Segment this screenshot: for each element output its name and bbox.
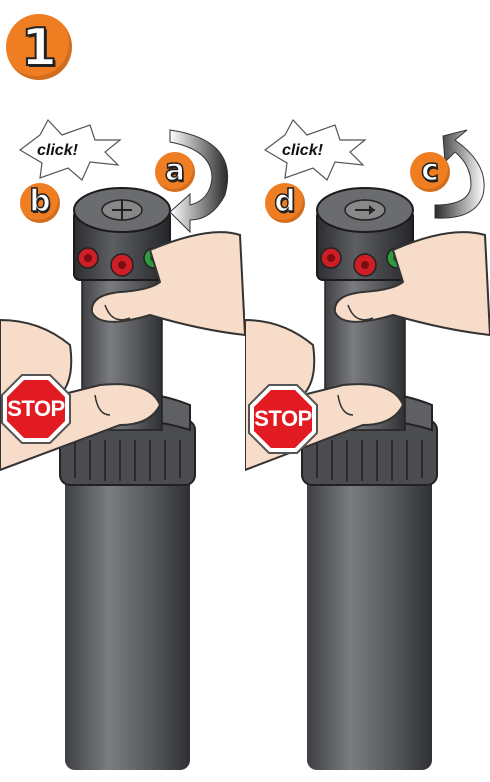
outer-body	[65, 470, 190, 770]
click-label: click!	[282, 142, 323, 160]
rotation-letter: a	[155, 153, 195, 188]
stop-sign-text: STOP	[1, 396, 71, 422]
rotation-letter: c	[410, 153, 450, 188]
stop-sign-text: STOP	[248, 406, 318, 432]
outer-body	[307, 470, 432, 770]
panel-rotate-counterclockwise: click! c d STOP	[245, 0, 490, 782]
rotation-letter-badge: a	[155, 152, 195, 192]
rotation-letter-badge: c	[410, 152, 450, 192]
panel-rotate-clockwise: click! a b STOP	[0, 0, 245, 782]
click-label: click!	[37, 142, 78, 160]
stop-letter: d	[265, 184, 305, 219]
stop-sign: STOP	[248, 384, 318, 454]
stop-letter-badge: d	[265, 183, 305, 223]
stop-letter-badge: b	[20, 183, 60, 223]
stop-letter: b	[20, 184, 60, 219]
stop-sign: STOP	[1, 374, 71, 444]
